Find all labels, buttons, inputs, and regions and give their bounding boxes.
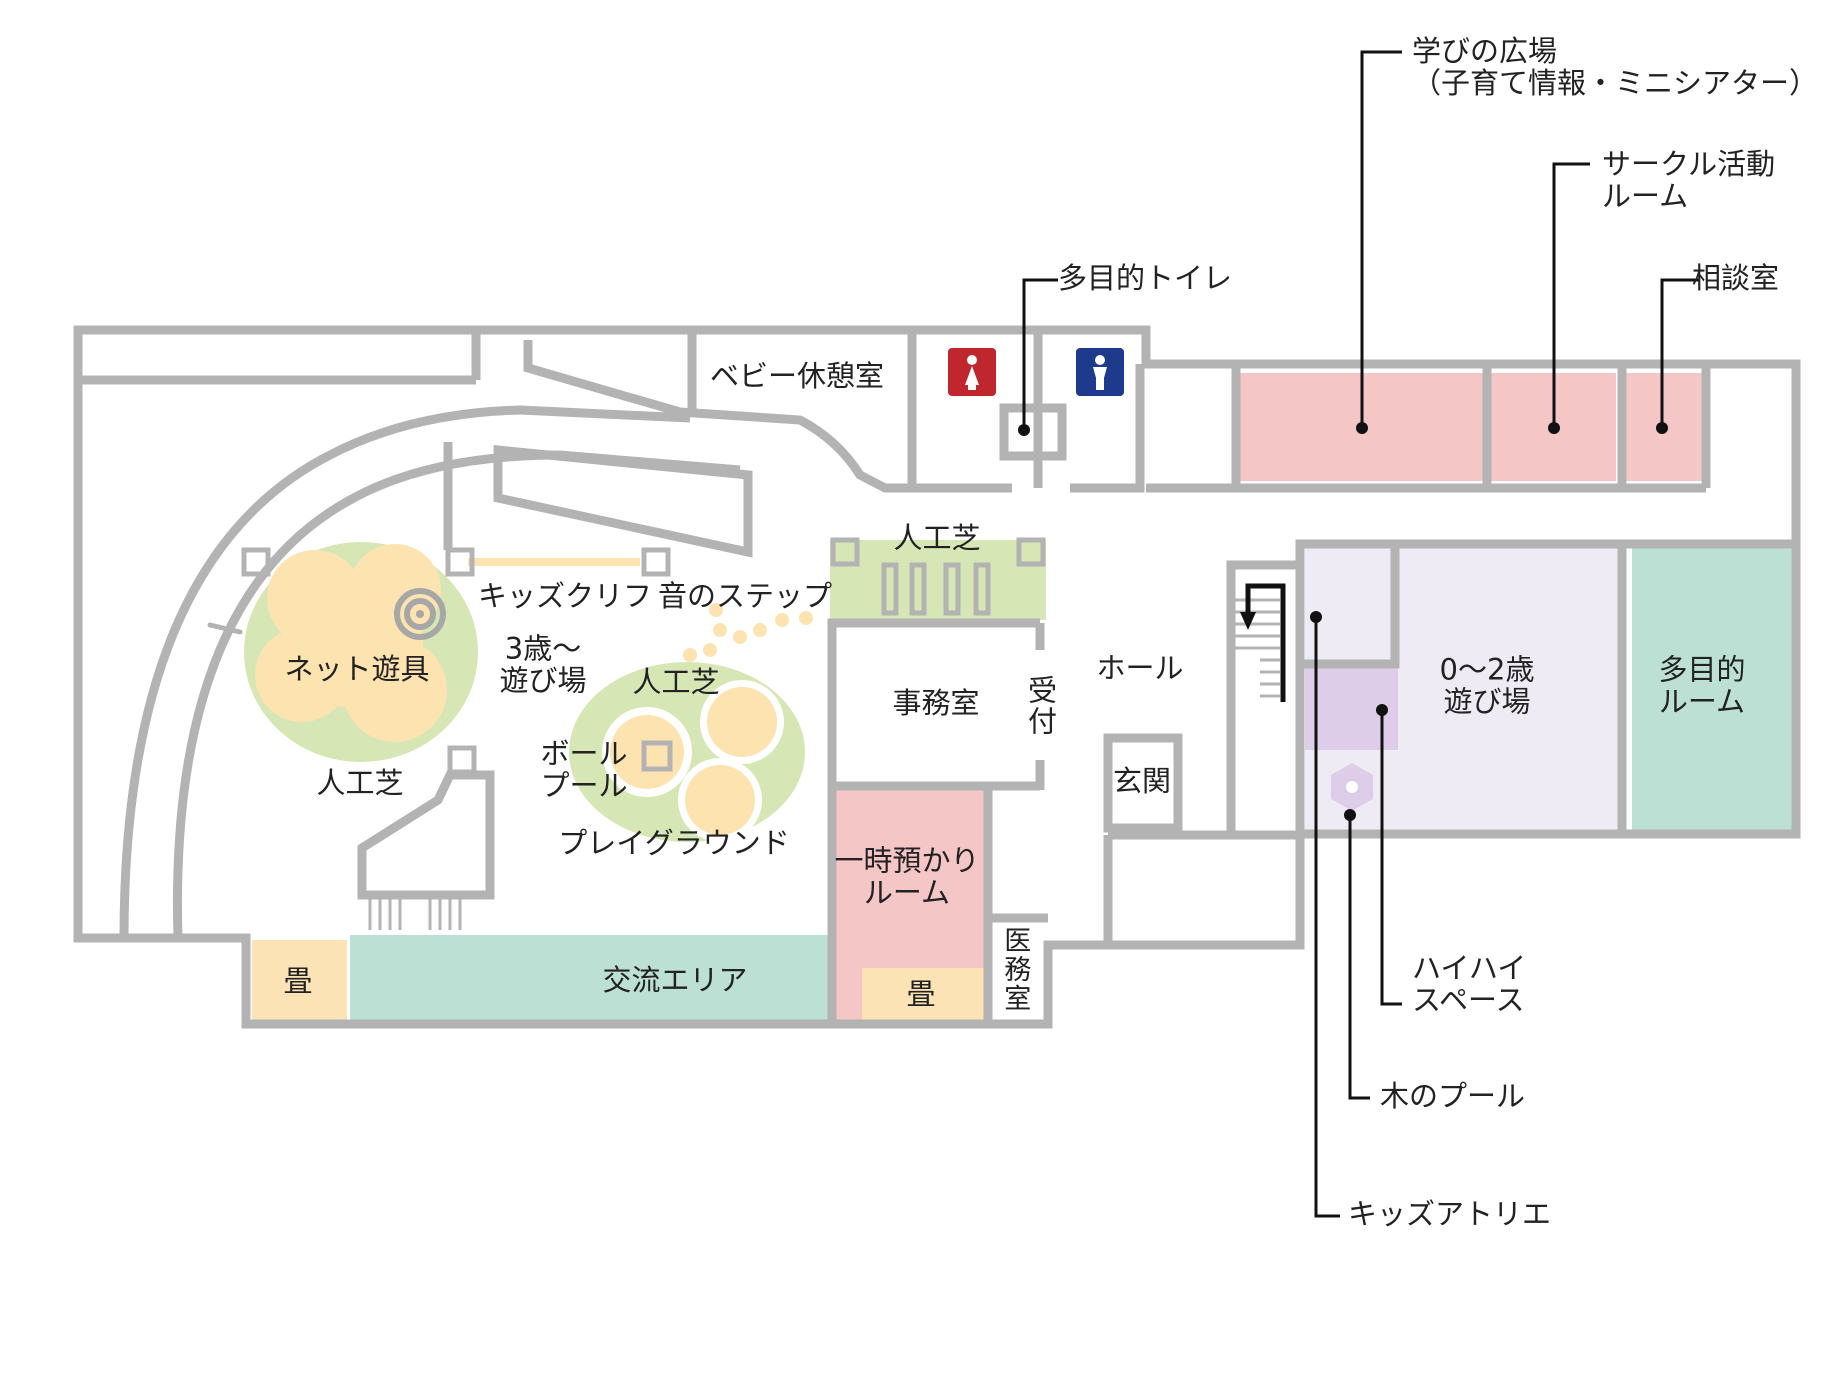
room-age02-play: 0～2歳 遊び場: [1439, 652, 1535, 719]
net-play-sand: [255, 544, 447, 742]
stairs: [1235, 598, 1280, 698]
callout-leaders: [1022, 50, 1700, 1218]
exchange-area-zone: [350, 935, 833, 1021]
callout-crawl-space: ハイハイ スペース: [1412, 951, 1527, 1018]
room-reception: 受付: [1023, 675, 1058, 737]
room-ball-pool: ボール プール: [540, 736, 628, 803]
room-hall: ホール: [1096, 650, 1184, 685]
callout-wood-pool: 木のプール: [1380, 1079, 1526, 1113]
room-exchange: 交流エリア: [602, 962, 748, 997]
room-turf-3: 人工芝: [893, 520, 981, 555]
turf-zone-3: [830, 540, 1046, 620]
callout-consult-room: 相談室: [1692, 261, 1780, 295]
room-office: 事務室: [892, 685, 980, 720]
room-multipurpose: 多目的 ルーム: [1658, 652, 1746, 719]
sound-step-dots: [683, 603, 813, 662]
room-entrance: 玄関: [1112, 763, 1172, 798]
room-tatami-2: 畳: [906, 976, 936, 1011]
stairs-arrow: [1245, 583, 1286, 702]
mens-restroom-icon: [1076, 348, 1124, 396]
callout-multipurpose-toilet: 多目的トイレ: [1058, 261, 1233, 295]
room-temp-care: 一時預かり ルーム: [834, 843, 980, 910]
tatami-zone-1: [252, 940, 347, 1022]
room-sound-steps: 音のステップ: [658, 579, 833, 613]
room-turf-2: 人工芝: [632, 664, 720, 699]
target-marker: [394, 588, 446, 640]
callout-circle-room: サークル活動 ルーム: [1602, 147, 1776, 214]
room-baby-rest: ベビー休憩室: [710, 359, 885, 393]
room-net-play: ネット遊具: [284, 651, 430, 686]
callout-learning-plaza: 学びの広場 （子育て情報・ミニシアター）: [1412, 34, 1819, 101]
room-playground: プレイグラウンド: [558, 825, 790, 860]
room-medical: 医務室: [999, 926, 1031, 1013]
callout-kids-atelier: キッズアトリエ: [1348, 1197, 1552, 1231]
turf-posts: [830, 537, 1046, 616]
room-age3-play: 3歳～ 遊び場: [499, 631, 587, 698]
room-tatami-1: 畳: [283, 963, 313, 998]
slide-steps: [368, 895, 462, 930]
tatami-zone-2: [862, 968, 984, 1022]
room-turf-1: 人工芝: [316, 765, 404, 800]
multipurpose-room-zone: [1632, 548, 1792, 830]
womens-restroom-icon: [948, 348, 996, 396]
outer-wall: [73, 325, 1801, 1029]
room-kids-cliff: キッズクリフ: [478, 579, 653, 613]
